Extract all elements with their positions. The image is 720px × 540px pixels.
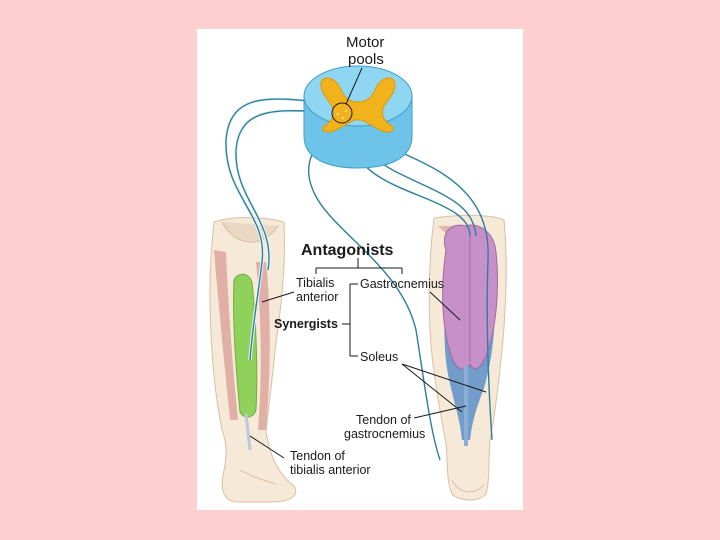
- tendon-tibialis-label-line1: Tendon of: [290, 449, 345, 463]
- soleus-label: Soleus: [360, 350, 398, 364]
- antagonists-label: Antagonists: [301, 242, 394, 259]
- tendon-tibialis-label-line2: tibialis anterior: [290, 463, 371, 477]
- motor-pools-label-line1: Motor: [346, 34, 384, 51]
- motor-pools-label-line2: pools: [348, 51, 384, 68]
- gastrocnemius-label: Gastrocnemius: [360, 277, 444, 291]
- synergists-label: Synergists: [274, 317, 338, 331]
- tibialis-anterior-label-line2: anterior: [296, 290, 338, 304]
- tendon-gastrocnemius-label-line1: Tendon of: [356, 413, 411, 427]
- motor-neuron-1: [336, 112, 340, 116]
- motor-neuron-3: [341, 116, 345, 120]
- spinal-cord: [304, 66, 412, 168]
- tibialis-anterior-label-line1: Tibialis: [296, 276, 334, 290]
- motor-neuron-2: [344, 109, 348, 113]
- tendon-gastrocnemius-label-line2: gastrocnemius: [344, 427, 425, 441]
